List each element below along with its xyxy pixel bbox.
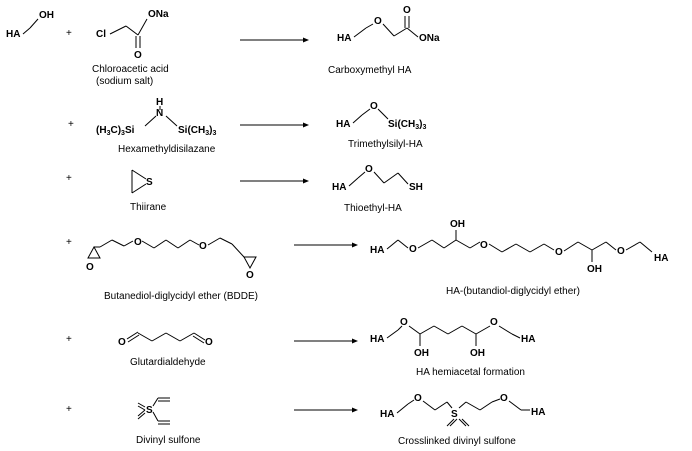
reaction-arrow [294,407,358,413]
atom-o: O [365,164,373,175]
reagent-hexamethyldisilazane: (H3C)3Si N H Si(CH3)3 [96,97,216,137]
atom-ha: HA [370,245,384,256]
product-trimethylsilyl-ha: HA O Si(CH3)3 [336,101,426,131]
atom-trimethylsilyl-right: Si(CH3)3 [178,125,216,137]
product-name: Thioethyl-HA [344,203,402,214]
product-hemiacetal: HA O OH OH O HA [370,317,535,359]
product-name: HA hemiacetal formation [416,367,525,378]
reaction-arrow [240,37,309,43]
atom-ha: HA [332,182,346,193]
reagent-name: Butanediol-diglycidyl ether (BDDE) [104,291,258,302]
atom-oh: OH [39,10,54,21]
atom-ona: ONa [419,33,440,44]
reagent-thiirane: S [131,169,153,194]
atom-o: O [409,244,417,255]
start-structure: HA OH [6,10,54,40]
atom-o: O [199,241,207,252]
plus-sign: + [66,237,72,248]
atom-sh: SH [409,182,423,193]
atom-o: O [134,237,142,248]
atom-o: O [617,246,625,257]
atom-oh: OH [450,219,465,230]
reaction-arrow [294,338,358,344]
plus-sign: + [66,173,72,184]
atom-cl: Cl [96,29,106,40]
reagent-name: Chloroacetic acid [92,64,169,75]
atom-o: O [374,16,382,27]
atom-ha: HA [654,253,668,264]
atom-s: S [451,409,458,420]
atom-h: H [156,97,163,108]
atom-oh: OH [470,348,485,359]
atom-oh: OH [587,264,602,275]
atom-o: O [490,317,498,328]
plus-sign: + [68,119,74,130]
reaction-arrow [240,122,309,128]
product-thioethyl-ha: HA O SH [332,164,423,193]
reagent-name: Divinyl sulfone [136,435,201,446]
atom-trimethylsilyl-left: (H3C)3Si [96,125,135,137]
atom-ha: HA [380,409,394,420]
product-name: Carboxymethyl HA [328,65,412,76]
atom-si: Si(CH3)3 [388,119,426,131]
atom-ha: HA [370,334,384,345]
reagent-glutardialdehyde: O O [118,331,213,348]
plus-sign: + [66,404,72,415]
atom-ha: HA [521,334,535,345]
atom-o: O [118,337,126,348]
atom-o-carbonyl: O [403,5,411,16]
atom-ha: HA [337,33,351,44]
atom-o: O [370,101,378,112]
reagent-subtitle: (sodium salt) [96,76,153,87]
plus-sign: + [66,334,72,345]
atom-ha: HA [336,119,350,130]
atom-o: O [480,240,488,251]
reaction-arrow [294,242,358,248]
reagent-name: Hexamethyldisilazane [118,144,216,155]
product-name: Crosslinked divinyl sulfone [398,436,516,447]
atom-ha: HA [6,29,20,40]
atom-o: O [414,393,422,404]
product-carboxymethyl-ha: HA O O ONa [337,5,440,44]
reagent-bdde: O O O O [86,237,257,281]
atom-o: O [205,337,213,348]
atom-n: N [156,108,163,119]
atom-s: S [146,405,153,416]
atom-o: O [500,393,508,404]
product-crosslinked-dvs: HA O S O HA [380,393,545,427]
reagent-name: Thiirane [130,202,167,213]
product-ha-bdde: HA O OH O O OH O HA [370,219,668,275]
reagent-divinyl-sulfone: S [137,397,170,425]
atom-ona: ONa [148,9,169,20]
reagent-chloroacetic-acid: Cl ONa O [96,9,169,61]
product-name: HA-(butandiol-diglycidyl ether) [446,286,580,297]
atom-o: O [400,317,408,328]
atom-oh: OH [414,348,429,359]
product-name: Trimethylsilyl-HA [348,139,423,150]
atom-o: O [134,50,142,61]
atom-o: O [246,270,254,281]
plus-sign: + [66,28,72,39]
reagent-name: Glutardialdehyde [130,357,206,368]
atom-o: O [555,247,563,258]
atom-o: O [86,262,94,273]
atom-s: S [146,177,153,188]
reaction-arrow [240,178,309,184]
atom-ha: HA [531,407,545,418]
